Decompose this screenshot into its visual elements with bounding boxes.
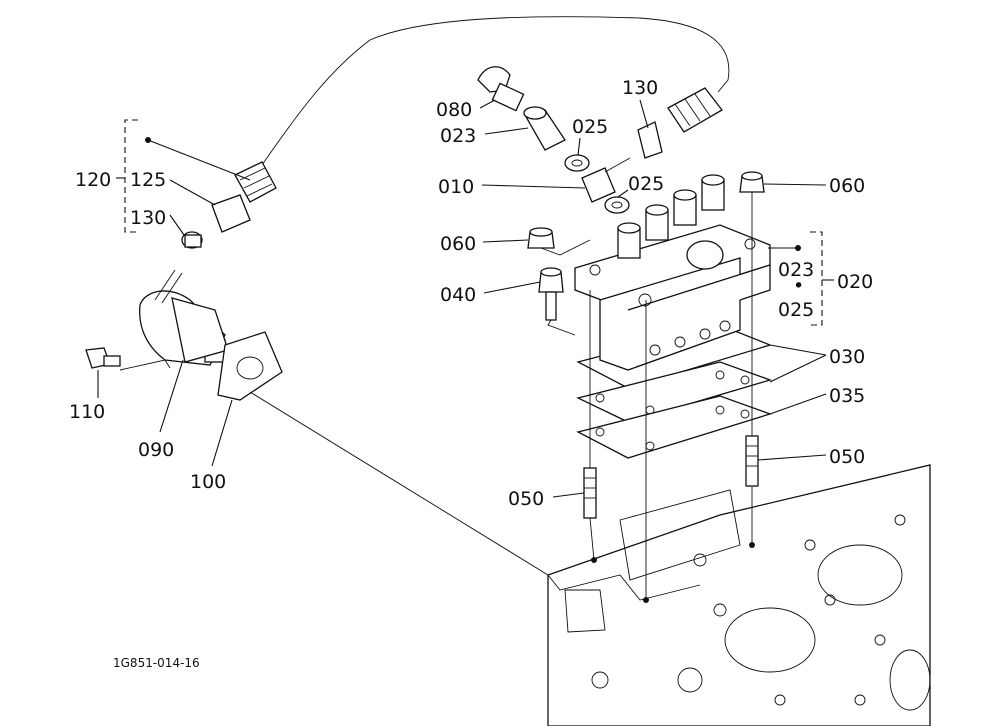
washer-025-upper (564, 154, 590, 172)
washer-025-lower (604, 196, 630, 214)
label-025-middle: 025 (628, 173, 664, 195)
label-023-top: 023 (440, 125, 476, 147)
clamp-130-top (637, 121, 663, 159)
stud-050-right (745, 435, 759, 487)
label-100: 100 (190, 471, 226, 493)
label-125: 125 (130, 169, 166, 191)
label-050-right: 050 (829, 446, 865, 468)
label-030: 030 (829, 346, 865, 368)
air-bleed-screw-080 (477, 66, 525, 112)
nut-060-left (527, 227, 555, 249)
label-025-right: 025 (778, 299, 814, 321)
label-050-left: 050 (508, 488, 544, 510)
label-130-top: 130 (622, 77, 658, 99)
label-080: 080 (436, 99, 472, 121)
label-130-left: 130 (130, 207, 166, 229)
joint-bolt-023 (523, 106, 566, 151)
gasket-100 (217, 331, 283, 401)
bracket-020 (810, 231, 823, 326)
label-023-right: 023 (778, 259, 814, 281)
leader-lines (97, 99, 834, 498)
label-110: 110 (69, 401, 105, 423)
stud-050-left (583, 467, 597, 519)
label-010: 010 (438, 176, 474, 198)
bolt-110 (85, 347, 121, 369)
nut-060-right (739, 171, 765, 193)
drawing-code: 1G851-014-16 (113, 656, 200, 670)
pipe-joint-010 (581, 157, 631, 203)
label-120: 120 (75, 169, 111, 191)
cylinder-block (547, 464, 931, 726)
bracket-120 (124, 119, 138, 233)
label-020: 020 (837, 271, 873, 293)
clamp-130-left (181, 231, 203, 249)
label-025-top: 025 (572, 116, 608, 138)
fuel-return-line (261, 16, 730, 166)
label-060-left: 060 (440, 233, 476, 255)
fuel-hose-top (667, 87, 723, 133)
label-060-right: 060 (829, 175, 865, 197)
label-090: 090 (138, 439, 174, 461)
label-035: 035 (829, 385, 865, 407)
bolt-040 (538, 267, 564, 321)
fuel-hose-125 (211, 161, 277, 233)
separator-dot: • (793, 275, 804, 297)
label-040: 040 (440, 284, 476, 306)
fuel-feed-pump-090 (139, 269, 229, 366)
injection-pump (574, 174, 771, 371)
